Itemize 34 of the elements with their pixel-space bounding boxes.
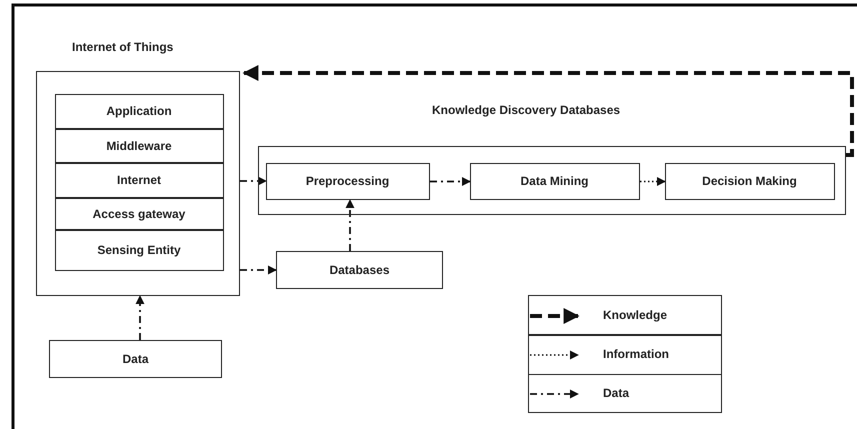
legend-label: Data — [603, 386, 630, 400]
box-label: Access gateway — [92, 206, 186, 220]
arrow — [346, 199, 354, 251]
arrow — [430, 177, 471, 186]
arrow — [240, 266, 277, 274]
box-label: Databases — [329, 263, 390, 277]
box-label: Middleware — [106, 138, 172, 152]
box-label: Sensing Entity — [97, 243, 181, 257]
group-heading: Internet of Things — [72, 40, 174, 54]
layer-box — [54, 128, 224, 162]
group-box — [258, 146, 846, 215]
arrow — [242, 65, 854, 157]
layer-box — [54, 162, 224, 198]
layer-box — [54, 94, 224, 128]
group-box — [36, 71, 240, 296]
box-label: Data — [122, 352, 148, 366]
process-box — [49, 340, 222, 378]
process-box — [276, 251, 443, 289]
layer-box — [54, 198, 224, 230]
arrow — [240, 176, 267, 186]
box-label: Data Mining — [520, 174, 588, 188]
arrow — [640, 177, 666, 186]
box-label: Decision Making — [702, 174, 797, 188]
layer-box — [266, 162, 430, 200]
box-label: Application — [106, 104, 172, 118]
layer-box — [470, 162, 640, 200]
legend-label: Information — [603, 347, 669, 361]
arrow — [136, 295, 144, 340]
layer-box — [664, 162, 834, 200]
legend-label: Knowledge — [603, 308, 668, 322]
box-label: Preprocessing — [306, 174, 390, 188]
box-label: Internet — [116, 173, 161, 187]
layer-box — [54, 230, 224, 270]
group-heading: Knowledge Discovery Databases — [432, 103, 620, 117]
